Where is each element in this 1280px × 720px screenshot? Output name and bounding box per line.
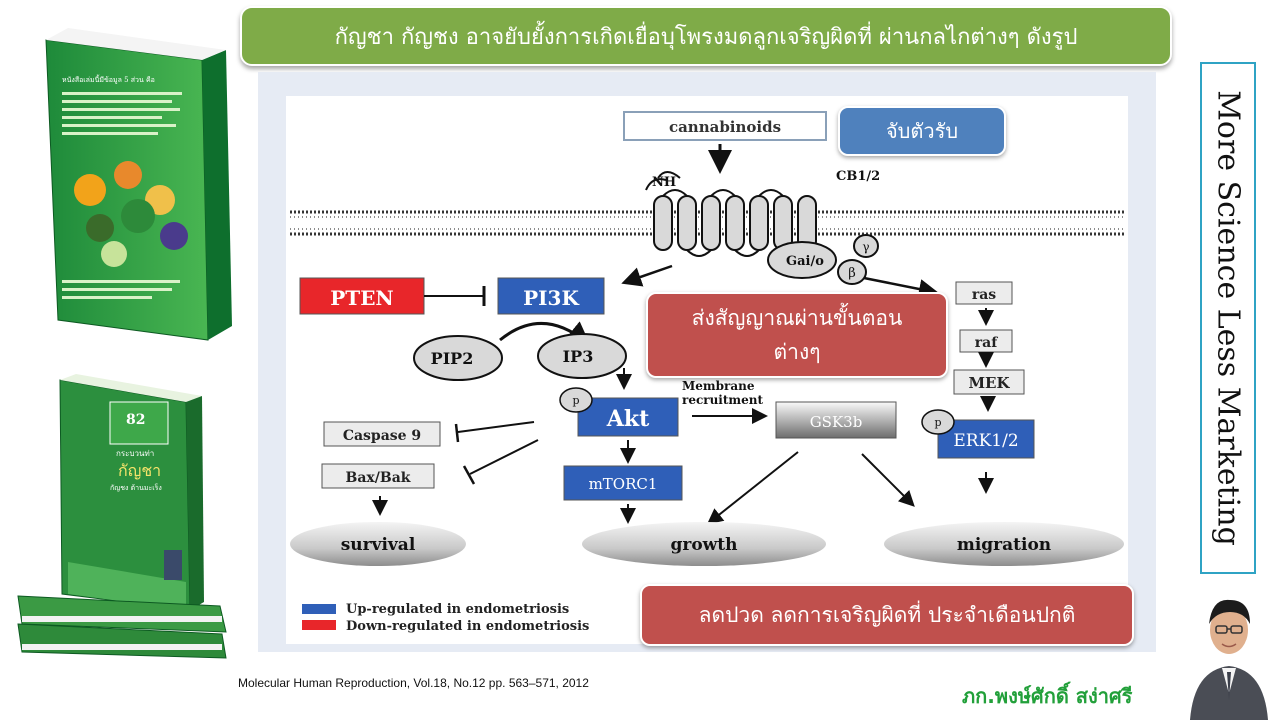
- legend-up-label: Up-regulated in endometriosis: [346, 602, 569, 617]
- legend-down-swatch: [302, 620, 336, 630]
- growth-label: growth: [670, 535, 737, 555]
- callout-signaling-line2: ต่างๆ: [773, 340, 821, 364]
- mtorc1-label: mTORC1: [589, 475, 658, 493]
- akt-inhibits-caspase9: [457, 421, 535, 433]
- migration-label: migration: [957, 535, 1051, 555]
- pi3k-label: PI3K: [523, 286, 579, 310]
- callout-receptor-binding: จับตัวรับ: [838, 106, 1006, 156]
- akt-phospho: [559, 387, 593, 413]
- side-label-text: More Science Less Marketing: [1210, 90, 1246, 546]
- cannabinoids-label: cannabinoids: [669, 118, 781, 136]
- migration-oval: [884, 522, 1124, 566]
- growth-oval: [582, 522, 826, 566]
- survival-label: survival: [341, 535, 416, 555]
- book2-number: 82: [126, 412, 145, 428]
- g-alpha-subunit: [767, 241, 837, 279]
- erk-p-label: p: [934, 416, 941, 429]
- mek-box: [953, 369, 1025, 395]
- ras-box: [955, 281, 1013, 305]
- callout-signaling: ส่งสัญญาณผ่านขั้นตอน ต่างๆ: [646, 292, 948, 378]
- slide-title: กัญชา กัญชง อาจยับยั้งการเกิดเยื่อบุโพรง…: [240, 6, 1172, 66]
- ras-label: ras: [972, 287, 996, 303]
- book2-tagline: กัญชง ต้านมะเร็ง: [110, 483, 162, 492]
- callout-effects: ลดปวด ลดการเจริญผิดที่ ประจำเดือนปกติ: [640, 584, 1134, 646]
- recruitment-label: recruitment: [682, 393, 763, 407]
- pip2-oval: [413, 335, 503, 381]
- legend-up-swatch: [302, 604, 336, 614]
- nh-label: NH: [652, 175, 676, 190]
- g-gamma-subunit: [853, 234, 879, 258]
- book-cover-image-top: หนังสือเล่มนี้มีข้อมูล 5 ส่วน คือ: [45, 28, 232, 341]
- callout-signaling-line1: ส่งสัญญาณผ่านขั้นตอน: [691, 306, 903, 330]
- membrane-label: Membrane: [682, 379, 755, 393]
- pi3k-box: [497, 277, 605, 315]
- akt-box: [577, 397, 679, 437]
- book2-title: กัญชา: [118, 461, 161, 480]
- g-beta-subunit: [837, 259, 867, 285]
- legend-down-label: Down-regulated in endometriosis: [346, 619, 589, 634]
- g-gamma-label: γ: [862, 240, 869, 254]
- survival-oval: [290, 522, 466, 566]
- arrow-to-pi3k: [621, 264, 673, 287]
- mtorc1-box: [563, 465, 683, 501]
- arrow-to-ras: [863, 276, 939, 299]
- side-label-box: More Science Less Marketing: [1200, 62, 1256, 574]
- ip3-label: IP3: [563, 347, 594, 366]
- citation: Molecular Human Reproduction, Vol.18, No…: [238, 676, 589, 690]
- erk-phospho: [921, 409, 955, 435]
- g-beta-label: β: [848, 266, 856, 281]
- pip2-label: PIP2: [431, 349, 474, 368]
- akt-p-label: p: [572, 394, 579, 407]
- gsk3b-to-growth: [706, 451, 799, 525]
- g-alpha-label: Gai/o: [786, 254, 824, 269]
- pten-label: PTEN: [330, 286, 393, 310]
- cb12-label: CB1/2: [836, 169, 880, 184]
- baxbak-label: Bax/Bak: [346, 470, 411, 486]
- caspase9-box: [323, 421, 441, 447]
- pathway-diagram: cannabinoids NH CB1/2 Gai/o β γ PTEN PI: [290, 111, 1124, 634]
- baxbak-box: [321, 463, 435, 489]
- raf-label: raf: [975, 335, 998, 351]
- cannabinoids-box: [623, 111, 827, 141]
- book2-subtitle: กระบวนท่า: [116, 449, 154, 458]
- author-name: ภก.พงษ์ศักดิ์ สง่าศรี: [962, 684, 1133, 708]
- ip3-oval: [537, 333, 627, 379]
- pten-box: [299, 277, 425, 315]
- author-photo: [1184, 584, 1274, 720]
- gsk3b-to-migration: [861, 453, 915, 507]
- akt-inhibits-baxbak: [469, 439, 539, 475]
- mek-label: MEK: [968, 374, 1010, 392]
- gsk3b-label: GSK3b: [810, 413, 863, 431]
- akt-label: Akt: [606, 406, 650, 432]
- book1-cover-text: หนังสือเล่มนี้มีข้อมูล 5 ส่วน คือ: [62, 73, 155, 84]
- erk-box: [937, 419, 1035, 459]
- book-stack-image: 82 กระบวนท่า กัญชา กัญชง ต้านมะเร็ง: [17, 374, 227, 659]
- erk-label: ERK1/2: [953, 431, 1018, 451]
- gsk3b-box: [775, 401, 897, 439]
- caspase9-label: Caspase 9: [343, 428, 421, 444]
